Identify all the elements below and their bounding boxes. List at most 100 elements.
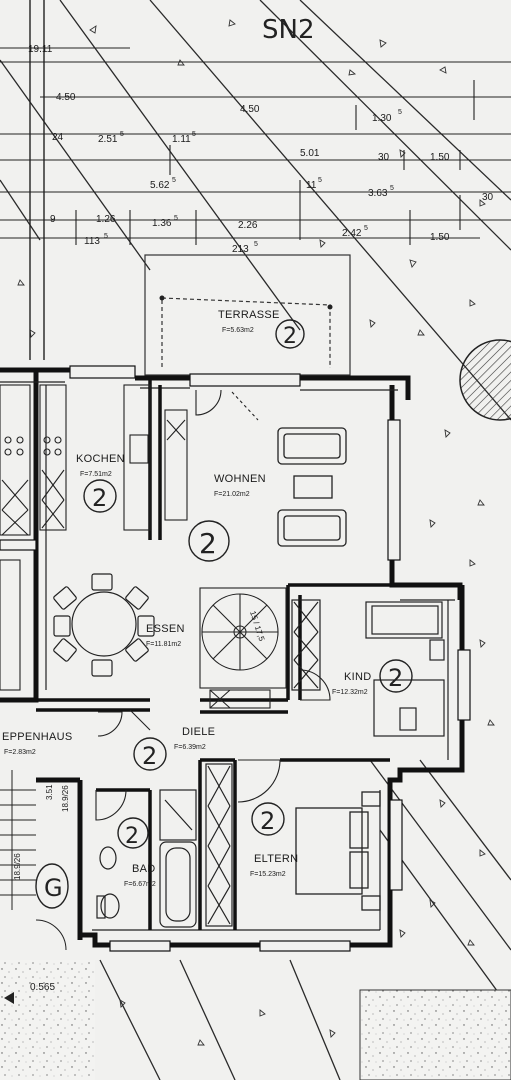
window-symbols	[0, 365, 471, 952]
svg-text:1.36: 1.36	[152, 218, 172, 229]
svg-text:F=7.51m2: F=7.51m2	[80, 471, 112, 478]
kitchen-counters	[39, 384, 151, 531]
room-mark-circle	[251, 802, 285, 836]
tree-symbol	[459, 339, 511, 421]
wardrobe	[205, 763, 233, 927]
ground-speckle	[359, 989, 511, 1080]
neighbour-unit	[0, 384, 31, 691]
living-furniture	[277, 427, 347, 547]
svg-text:F=11.81m2: F=11.81m2	[146, 641, 181, 648]
svg-text:2: 2	[260, 807, 275, 835]
svg-text:18.9/26: 18.9/26	[61, 785, 70, 812]
svg-text:5.01: 5.01	[300, 148, 320, 159]
door-swings	[95, 389, 331, 821]
dimension-lines	[0, 47, 511, 245]
svg-text:G: G	[44, 874, 63, 902]
svg-text:113: 113	[84, 236, 100, 247]
room-mark-circle	[379, 659, 413, 693]
svg-text:30: 30	[482, 192, 494, 203]
svg-text:2.26: 2.26	[238, 220, 258, 231]
svg-text:11: 11	[306, 180, 317, 191]
svg-text:5: 5	[172, 177, 176, 184]
svg-text:F=21.02m2: F=21.02m2	[214, 491, 250, 498]
svg-text:F=5.63m2: F=5.63m2	[222, 327, 254, 334]
room-diele: DIELE F=6.39m2 2	[133, 726, 215, 771]
svg-text:2: 2	[142, 742, 157, 770]
svg-text:5: 5	[192, 131, 196, 138]
kind-furniture	[291, 599, 445, 737]
svg-text:18.9/26: 18.9/26	[13, 853, 22, 880]
svg-text:5: 5	[398, 109, 402, 116]
svg-text:ELTERN: ELTERN	[254, 853, 298, 865]
svg-text:KOCHEN: KOCHEN	[76, 453, 125, 465]
terrace-post-icon	[159, 295, 165, 301]
room-mark-circle	[117, 817, 149, 849]
room-terrasse: TERRASSE F=5.63m2 2	[218, 309, 305, 349]
svg-text:4.50: 4.50	[240, 104, 260, 115]
svg-text:DIELE: DIELE	[182, 726, 215, 738]
bath-fixtures	[96, 789, 197, 928]
svg-text:2: 2	[283, 324, 297, 349]
room-mark-circle	[35, 863, 69, 909]
svg-text:5: 5	[318, 177, 322, 184]
svg-text:5: 5	[104, 233, 108, 240]
room-mark-circle	[133, 737, 167, 771]
room-mark-circle	[83, 479, 117, 513]
svg-text:213: 213	[232, 244, 249, 255]
room-mark-circle	[275, 319, 305, 349]
room-mark-circle	[188, 520, 230, 562]
svg-text:F=6.67m2: F=6.67m2	[124, 881, 156, 888]
svg-text:2.51: 2.51	[98, 134, 118, 145]
svg-text:5: 5	[254, 241, 258, 248]
spiral-stair	[199, 587, 287, 709]
room-kochen: KOCHEN F=7.51m2 2	[76, 453, 125, 513]
handwritten-header: SN2	[262, 15, 315, 45]
svg-text:KIND: KIND	[344, 671, 371, 683]
svg-text:F=15.23m2: F=15.23m2	[250, 871, 286, 878]
svg-text:1.50: 1.50	[430, 152, 450, 163]
svg-text:5: 5	[364, 225, 368, 232]
svg-text:ESSEN: ESSEN	[146, 623, 185, 635]
svg-text:1.50: 1.50	[430, 232, 450, 243]
svg-text:1.11: 1.11	[172, 134, 191, 145]
dining-set	[53, 573, 155, 677]
svg-text:24: 24	[52, 132, 64, 143]
svg-text:2: 2	[199, 527, 217, 560]
svg-text:2: 2	[388, 664, 403, 692]
svg-text:TERRASSE: TERRASSE	[218, 309, 280, 321]
svg-text:30: 30	[378, 152, 390, 163]
svg-text:3.51: 3.51	[45, 784, 54, 800]
room-eltern: ELTERN F=15.23m2 2	[250, 802, 298, 878]
svg-text:1.30: 1.30	[372, 113, 392, 124]
ground-speckle	[0, 960, 95, 1080]
wohnen-cabinet	[164, 409, 188, 521]
svg-text:19.11: 19.11	[28, 44, 53, 55]
svg-text:1.26: 1.26	[96, 214, 116, 225]
svg-text:5: 5	[174, 215, 178, 222]
stairwell-steps	[0, 770, 67, 951]
room-wohnen: WOHNEN F=21.02m2 2	[188, 473, 266, 562]
svg-text:9: 9	[50, 214, 56, 225]
svg-text:F=6.39m2: F=6.39m2	[174, 744, 206, 751]
svg-text:EPPENHAUS: EPPENHAUS	[2, 731, 73, 743]
room-kind: KIND F=12.32m2 2	[332, 659, 413, 696]
svg-text:F=2.83m2: F=2.83m2	[4, 749, 36, 756]
svg-text:2.42: 2.42	[342, 228, 362, 239]
svg-text:5: 5	[390, 185, 394, 192]
room-treppenhaus: EPPENHAUS F=2.83m2 G	[2, 731, 73, 909]
svg-text:F=12.32m2: F=12.32m2	[332, 689, 368, 696]
svg-text:BAD: BAD	[132, 863, 156, 875]
pointer-icon	[4, 992, 14, 1004]
svg-text:2: 2	[92, 484, 107, 512]
room-essen: ESSEN F=11.81m2	[146, 623, 185, 648]
room-bad: BAD F=6.67m2 2	[117, 817, 156, 888]
svg-text:0.565: 0.565	[30, 982, 55, 993]
svg-text:WOHNEN: WOHNEN	[214, 473, 266, 485]
svg-text:5: 5	[120, 131, 124, 138]
svg-text:4.50: 4.50	[56, 92, 76, 103]
double-bed	[295, 791, 381, 911]
svg-text:2: 2	[125, 824, 139, 849]
terrace-post-icon	[327, 304, 333, 310]
svg-text:3.63: 3.63	[368, 188, 388, 199]
